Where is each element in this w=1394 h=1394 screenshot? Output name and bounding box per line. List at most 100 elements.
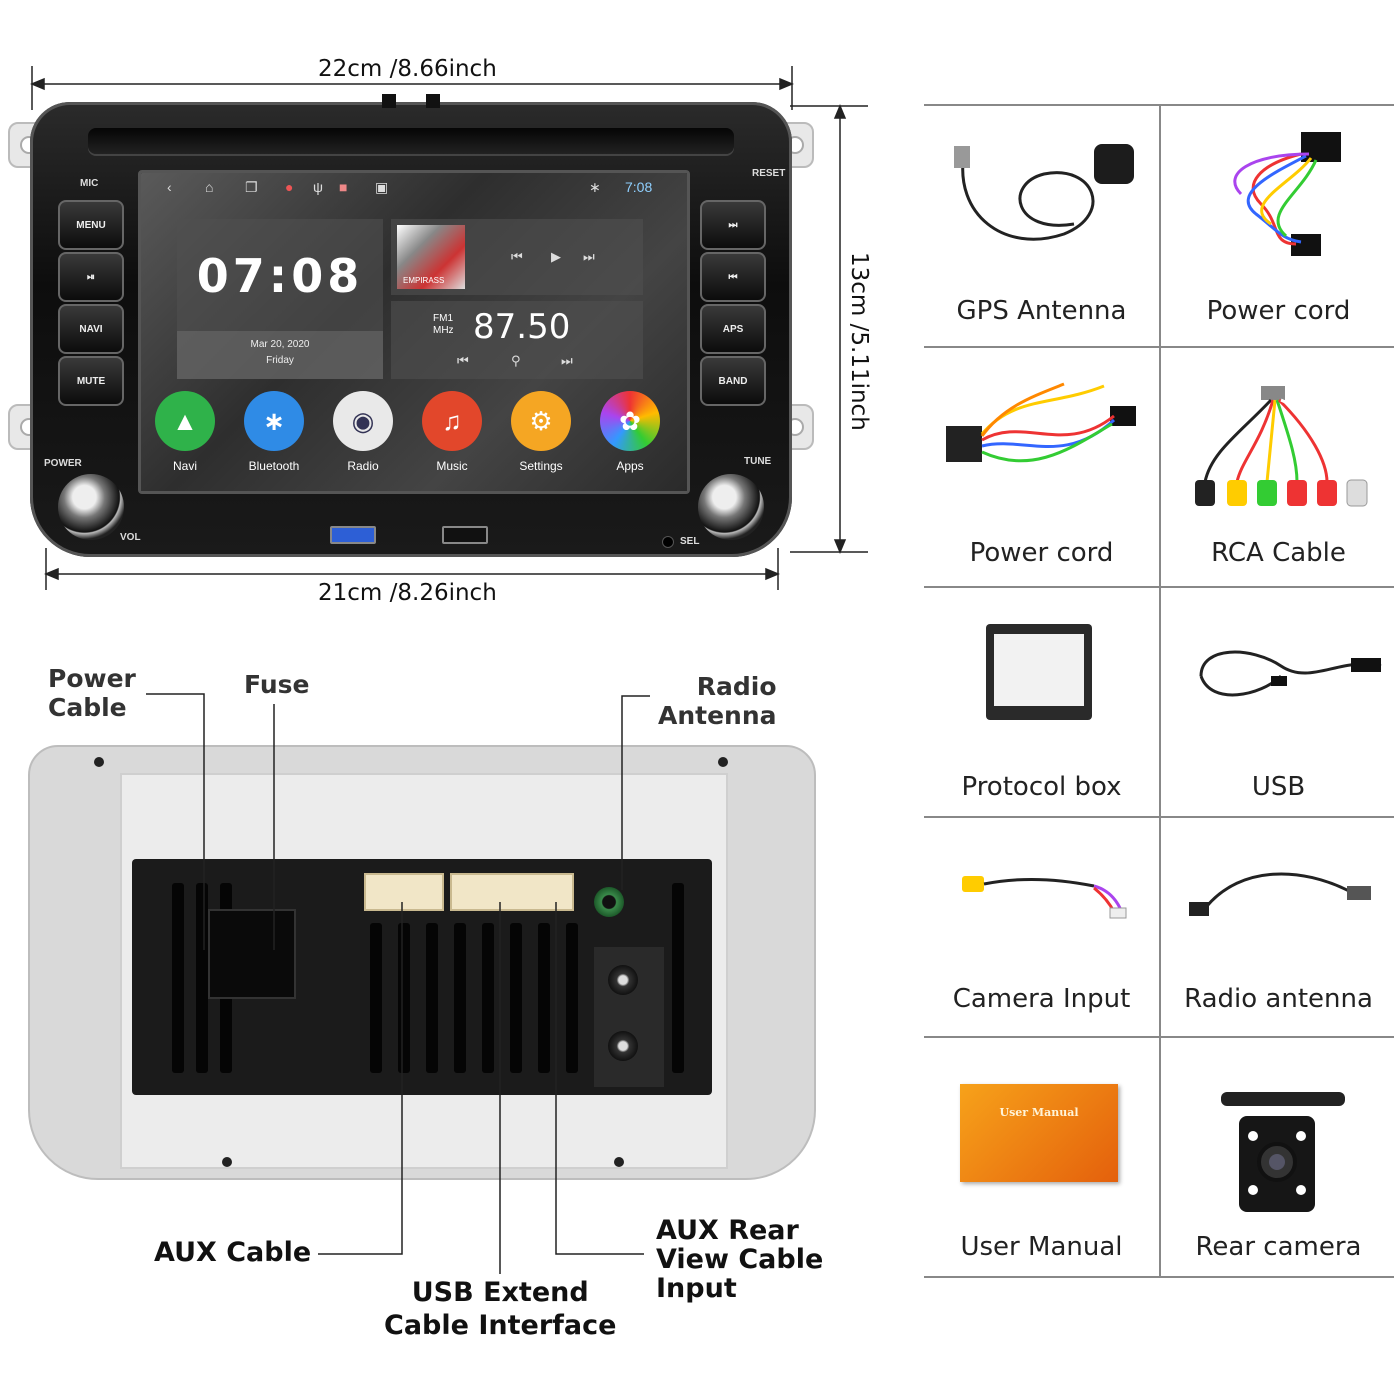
music-note-icon: ♫ xyxy=(422,391,482,451)
bluetooth-status-icon: ∗ xyxy=(589,179,601,195)
radio-icon: ◉ xyxy=(333,391,393,451)
radio-search-icon[interactable]: ⚲ xyxy=(511,353,521,368)
vol-label: VOL xyxy=(120,532,141,543)
radio-next-icon[interactable]: ⏭ xyxy=(561,353,573,368)
head-unit-rear xyxy=(28,745,816,1180)
tune-label: TUNE xyxy=(744,456,772,467)
play-pause-button[interactable]: ⏯ xyxy=(58,252,124,302)
heatsink-fin xyxy=(672,883,684,1073)
dimension-lines xyxy=(30,66,868,590)
radio-widget[interactable]: FM1 MHz 87.50 ⏮ ⚲ ⏭ xyxy=(391,301,643,379)
app-label: Bluetooth xyxy=(248,459,300,473)
usb-port xyxy=(330,526,376,544)
status-time: 7:08 xyxy=(625,179,653,195)
notification-icon: ● xyxy=(285,179,294,195)
navi-button[interactable]: NAVI xyxy=(58,304,124,354)
wire-harness-icon xyxy=(1233,132,1341,256)
music-widget[interactable]: EMPIRASS ⏮ ▶ ⏭ xyxy=(391,219,643,295)
usb-port xyxy=(442,526,488,544)
gear-icon: ⚙ xyxy=(511,391,571,451)
accessory-label: Power cord xyxy=(969,538,1114,568)
mute-button[interactable]: MUTE xyxy=(58,356,124,406)
accessory-protocol-box: Protocol box xyxy=(924,586,1159,816)
bluetooth-icon: ∗ xyxy=(244,391,304,451)
callout-line: Antenna xyxy=(658,701,777,730)
box-label-sticker xyxy=(994,634,1084,706)
screw-hole xyxy=(614,1157,624,1167)
clock-date: Mar 20, 2020 xyxy=(250,339,310,350)
back-icon[interactable]: ‹ xyxy=(167,179,172,195)
app-label: Settings xyxy=(519,459,563,473)
accessory-gps-antenna: GPS Antenna xyxy=(924,104,1159,346)
heatsink-fin xyxy=(172,883,184,1073)
accessory-usb: USB xyxy=(1161,586,1394,816)
aps-button[interactable]: APS xyxy=(700,304,766,354)
app-music[interactable]: ♫ Music xyxy=(412,391,492,473)
callout-line: USB Extend xyxy=(411,1277,589,1308)
callout-line: Power xyxy=(48,664,136,693)
radio-prev-icon[interactable]: ⏮ xyxy=(457,353,469,368)
next-icon[interactable]: ⏭ xyxy=(583,249,595,264)
aux-connector xyxy=(364,873,444,911)
accessory-user-manual: User Manual User Manual xyxy=(924,1036,1159,1276)
prev-track-button[interactable]: ⏮ xyxy=(700,252,766,302)
reverse-jack xyxy=(608,1031,638,1061)
app-radio[interactable]: ◉ Radio xyxy=(323,391,403,473)
accessory-radio-antenna: Radio antenna xyxy=(1161,816,1394,1036)
app-label: Navi xyxy=(172,459,197,473)
mount-tab xyxy=(382,94,396,108)
app-settings[interactable]: ⚙ Settings xyxy=(501,391,581,473)
callout-aux-rear-view: AUX Rear View Cable Input xyxy=(656,1216,823,1303)
clock-time: 07:08 xyxy=(196,249,364,303)
app-status-icon: ■ xyxy=(339,179,348,195)
callout-fuse: Fuse xyxy=(244,670,310,699)
callout-line: View Cable xyxy=(656,1244,824,1275)
callout-line: Radio xyxy=(696,672,777,701)
album-art: EMPIRASS xyxy=(397,225,465,289)
accessory-label: GPS Antenna xyxy=(956,296,1127,326)
gps-jack xyxy=(608,965,638,995)
app-label: Music xyxy=(436,459,468,473)
clock-widget[interactable]: 07:08 Mar 20, 2020 Friday xyxy=(177,219,383,379)
recent-apps-icon[interactable]: ❐ xyxy=(245,179,258,195)
status-bar: ‹ ⌂ ❐ ● ψ ■ ▣ ∗ 7:08 xyxy=(141,173,687,201)
app-navi[interactable]: ▲ Navi xyxy=(145,391,225,473)
tune-knob[interactable] xyxy=(698,474,764,540)
heatsink-fin xyxy=(538,923,550,1073)
radio-unit: MHz xyxy=(433,325,454,336)
mic-label: MIC xyxy=(80,178,99,189)
prev-icon[interactable]: ⏮ xyxy=(511,249,523,264)
menu-button[interactable]: MENU xyxy=(58,200,124,250)
touch-screen[interactable]: ‹ ⌂ ❐ ● ψ ■ ▣ ∗ 7:08 07:08 Mar 20, 2020 … xyxy=(138,170,690,494)
play-icon[interactable]: ▶ xyxy=(551,249,561,264)
radio-frequency: 87.50 xyxy=(473,307,571,347)
next-track-button[interactable]: ⏭ xyxy=(700,200,766,250)
wire-harness-icon xyxy=(946,382,1136,463)
callout-power-cable: Power Cable xyxy=(48,664,136,722)
accessory-label: Radio antenna xyxy=(1184,984,1373,1014)
manual-booklet-icon: User Manual xyxy=(960,1084,1118,1182)
camera-input-cable-icon xyxy=(962,876,1127,919)
accessory-power-cord-2: Power cord xyxy=(924,346,1159,586)
usb-cable-icon xyxy=(1199,650,1382,697)
accessory-label: Protocol box xyxy=(961,772,1122,802)
band-button[interactable]: BAND xyxy=(700,356,766,406)
image-status-icon: ▣ xyxy=(375,179,389,195)
sel-label: SEL xyxy=(680,536,700,547)
app-apps[interactable]: ✿ Apps xyxy=(590,391,670,473)
callout-line: Cable Interface xyxy=(384,1310,617,1341)
home-icon[interactable]: ⌂ xyxy=(205,179,214,195)
accessory-label: Camera Input xyxy=(952,984,1131,1014)
callout-aux-cable: AUX Cable xyxy=(154,1237,312,1268)
app-bluetooth[interactable]: ∗ Bluetooth xyxy=(234,391,314,473)
app-dock: ▲ Navi ∗ Bluetooth ◉ Radio ♫ Music ⚙ Set… xyxy=(141,391,687,483)
flower-icon: ✿ xyxy=(600,391,660,451)
album-text: EMPIRASS xyxy=(403,276,445,285)
callout-line: Cable xyxy=(48,693,127,722)
radio-antenna-jack xyxy=(594,887,624,917)
usb-extend-connector xyxy=(450,873,574,911)
reset-label: RESET xyxy=(752,168,786,179)
callout-radio-antenna: Radio Antenna xyxy=(658,672,777,730)
volume-knob[interactable] xyxy=(58,474,124,540)
top-width-label: 22cm /8.66inch xyxy=(318,56,497,82)
